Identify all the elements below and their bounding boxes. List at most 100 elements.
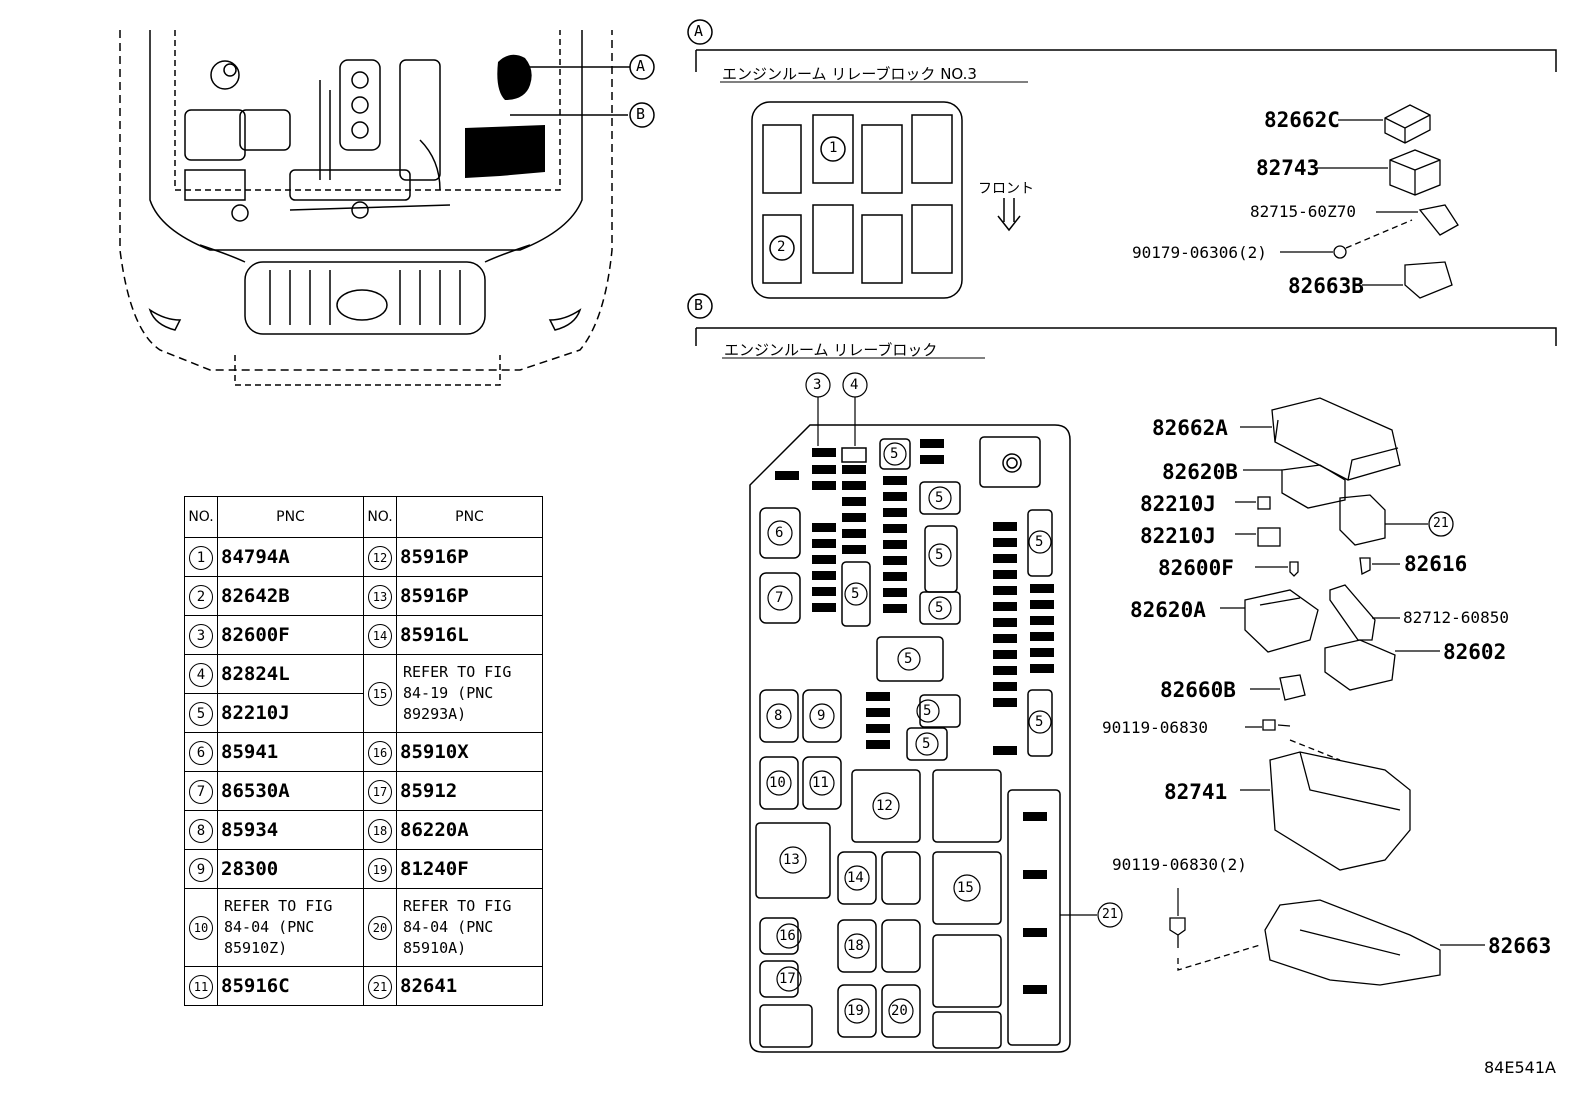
- row-pnc: 82210J: [217, 693, 364, 733]
- part-90119-06830-2: 90119-06830(2): [1112, 855, 1247, 874]
- table-row: 7 86530A 17 85912: [184, 771, 543, 811]
- section-b-callout: B: [694, 296, 704, 314]
- row-no: 7: [189, 779, 213, 804]
- part-82620B: 82620B: [1162, 460, 1238, 484]
- part-82210J-b: 82210J: [1140, 524, 1216, 548]
- row-pnc: 82600F: [217, 615, 364, 655]
- row-no: 11: [189, 974, 213, 999]
- row-pnc: 82824L: [217, 654, 364, 694]
- part-82210J-a: 82210J: [1140, 492, 1216, 516]
- callout-21-label: 21: [1433, 516, 1449, 531]
- slot-8: 8: [774, 708, 783, 724]
- slot-14: 14: [847, 870, 864, 886]
- part-82715-60Z70: 82715-60Z70: [1250, 202, 1356, 221]
- row-no: 9: [189, 857, 213, 882]
- row-pnc: 85934: [217, 810, 364, 850]
- header-no: NO.: [184, 496, 218, 538]
- part-82602: 82602: [1443, 640, 1507, 664]
- slot-5b: 5: [935, 490, 944, 506]
- slot-5f: 5: [904, 651, 913, 667]
- row-pnc-2: 85912: [396, 771, 543, 811]
- slot-19: 19: [847, 1003, 864, 1019]
- figure-id: 84E541A: [1484, 1058, 1556, 1077]
- relay-block-b-location: [465, 125, 545, 178]
- section-a-title: エンジンルーム リレーブロック NO.3: [722, 65, 977, 83]
- part-82712-60850: 82712-60850: [1403, 608, 1509, 627]
- engine-bay-illustration: [119, 30, 613, 386]
- row-pnc-2: 85916P: [396, 576, 543, 616]
- slot-4: 4: [850, 377, 859, 393]
- callout-b-circle: [629, 102, 655, 128]
- part-82660B: 82660B: [1160, 678, 1236, 702]
- row-no-2: 17: [368, 779, 392, 804]
- section-b-title: エンジンルーム リレーブロック: [724, 341, 938, 359]
- slot-17: 17: [779, 971, 796, 987]
- row-pnc: 85941: [217, 732, 364, 772]
- row-pnc-2-ref: REFER TO FIG 84-04 (PNC 85910A): [396, 888, 543, 967]
- table-row: 4 82824L 15 REFER TO FIG 84-19 (PNC 8929…: [184, 654, 543, 733]
- row-no-2: 15: [368, 682, 392, 706]
- row-pnc-2: 86220A: [396, 810, 543, 850]
- section-a-parts: [1333, 104, 1459, 299]
- part-82662C: 82662C: [1264, 108, 1340, 132]
- header-no-2: NO.: [363, 496, 397, 538]
- row-pnc-2: 81240F: [396, 849, 543, 889]
- header-pnc-2: PNC: [396, 496, 543, 538]
- part-82616: 82616: [1404, 552, 1468, 576]
- table-row: 6 85941 16 85910X: [184, 732, 543, 772]
- slot-5c: 5: [935, 547, 944, 563]
- slot-2-label: 2: [777, 239, 786, 255]
- slot-13: 13: [783, 852, 800, 868]
- callout-a-circle: [629, 54, 655, 80]
- row-no-2: 13: [368, 584, 392, 609]
- row-no-2: 14: [368, 623, 392, 648]
- row-no: 1: [189, 545, 213, 570]
- section-a-callout: A: [694, 22, 704, 40]
- relay-block-a-location: [497, 54, 532, 100]
- slot-5g: 5: [1035, 534, 1044, 550]
- table-row: 1 84794A 12 85916P: [184, 537, 543, 577]
- row-no-2: 19: [368, 857, 392, 882]
- row-pnc-2: 82641: [396, 966, 543, 1006]
- slot-5j: 5: [922, 736, 931, 752]
- row-no: 5: [189, 701, 213, 726]
- row-pnc: 28300: [217, 849, 364, 889]
- relay-block-no3: [751, 101, 1021, 299]
- slot-20: 20: [891, 1003, 908, 1019]
- slot-5i: 5: [923, 703, 932, 719]
- slot-18: 18: [847, 938, 864, 954]
- row-pnc-2: 85916L: [396, 615, 543, 655]
- relay-block-main: [749, 424, 1071, 1053]
- callout-21b-label: 21: [1102, 907, 1118, 922]
- part-82741: 82741: [1164, 780, 1228, 804]
- part-90119-06830: 90119-06830: [1102, 718, 1208, 737]
- row-pnc-ref: REFER TO FIG 84-04 (PNC 85910Z): [217, 888, 364, 967]
- row-pnc: 84794A: [217, 537, 364, 577]
- slot-11: 11: [812, 775, 829, 791]
- slot-1-label: 1: [829, 140, 838, 156]
- row-no-2: 18: [368, 818, 392, 843]
- table-row: 2 82642B 13 85916P: [184, 576, 543, 616]
- part-90179-06306: 90179-06306(2): [1132, 243, 1267, 262]
- row-no-2: 12: [368, 545, 392, 570]
- table-row: 8 85934 18 86220A: [184, 810, 543, 850]
- part-82663: 82663: [1488, 934, 1552, 958]
- row-pnc: 86530A: [217, 771, 364, 811]
- slot-5h: 5: [1035, 714, 1044, 730]
- slot-9: 9: [817, 708, 826, 724]
- slot-circles: [766, 442, 1052, 1024]
- row-no: 2: [189, 584, 213, 609]
- table-row: 3 82600F 14 85916L: [184, 615, 543, 655]
- part-82663B: 82663B: [1288, 274, 1364, 298]
- row-no-2: 21: [368, 974, 392, 999]
- row-pnc: 82642B: [217, 576, 364, 616]
- row-no: 8: [189, 818, 213, 843]
- part-82743: 82743: [1256, 156, 1320, 180]
- table-row: 10 REFER TO FIG 84-04 (PNC 85910Z) 20 RE…: [184, 888, 543, 967]
- slot-10: 10: [769, 775, 786, 791]
- row-no: 4: [189, 662, 213, 687]
- row-no: 6: [189, 740, 213, 765]
- slot-5d: 5: [935, 600, 944, 616]
- row-no: 10: [189, 916, 213, 940]
- slot-16: 16: [779, 928, 796, 944]
